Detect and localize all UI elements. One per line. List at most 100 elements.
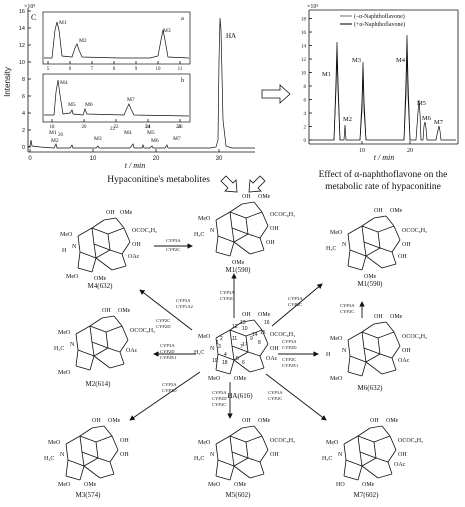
bond xyxy=(343,475,359,481)
bond xyxy=(95,257,113,271)
label-m5: M5(602) xyxy=(226,491,252,499)
bond xyxy=(105,325,123,333)
inset-b-frame xyxy=(42,73,191,123)
bond xyxy=(361,331,365,349)
bond xyxy=(81,451,85,467)
bond xyxy=(231,345,249,353)
main-x-tick-label: 0 xyxy=(28,156,32,162)
bond xyxy=(77,251,81,269)
bond xyxy=(365,255,383,269)
bond xyxy=(363,347,381,355)
substituent-label: OMe xyxy=(234,482,247,488)
enz-ha-m1b-1: CYP2C xyxy=(288,302,302,307)
atom-number: 17 xyxy=(242,342,248,348)
bond xyxy=(345,459,363,467)
bond xyxy=(83,465,101,479)
bond xyxy=(347,355,351,373)
substituent-label: H xyxy=(62,248,67,254)
inset-a-x-tick-label: 7 xyxy=(91,67,94,72)
bond xyxy=(89,325,93,343)
label-m1a: M1(590) xyxy=(226,266,252,274)
bond xyxy=(107,347,121,353)
enz-ha-m1a-1: CYP2C xyxy=(220,296,234,301)
bond xyxy=(231,345,235,361)
bond xyxy=(89,325,107,333)
substituent-label: MeO xyxy=(58,370,71,376)
inset-a-peak-m3: M3 xyxy=(163,28,171,34)
enz-ha-m6-1: CYP2D xyxy=(282,345,297,350)
substituent-label: OH xyxy=(270,226,279,232)
bond xyxy=(217,235,235,243)
inset-b-x-tick-label: 18 xyxy=(50,125,56,130)
enz-ha-m1b-0: CYP3A xyxy=(288,296,303,301)
substituent-label: H₃C xyxy=(194,350,204,356)
bond xyxy=(107,233,111,251)
bond xyxy=(377,331,395,339)
enz-m4-m1-0: CYP3A xyxy=(166,238,181,243)
bond xyxy=(79,465,85,481)
enz-ha-m4-0: CYP2C xyxy=(156,318,170,323)
bond xyxy=(373,441,377,459)
main-y-tick-label: 12 xyxy=(19,43,25,49)
inset-a-frame xyxy=(42,11,191,65)
enz-ha-m6-3: CYP2E1 xyxy=(282,363,299,368)
main-peak-ha: HA xyxy=(226,32,236,40)
bond xyxy=(361,217,375,227)
right-x-tick-label: 20 xyxy=(407,148,413,154)
substituent-label: OH xyxy=(374,314,383,320)
bond xyxy=(231,451,249,459)
right-y-tick-label: 8 xyxy=(304,85,307,90)
enz-ha-m5-0: CYP3A xyxy=(212,390,227,395)
main-trace xyxy=(27,17,255,149)
label-m4: M4(632) xyxy=(88,282,114,290)
bond xyxy=(89,317,103,327)
bond xyxy=(379,353,393,359)
inset-b-peak-m6: M6 xyxy=(85,102,93,108)
bond xyxy=(107,227,125,235)
bond xyxy=(259,237,265,251)
right-peak-m1: M1 xyxy=(322,71,331,78)
bond xyxy=(93,355,111,369)
bond xyxy=(91,227,95,245)
bond xyxy=(111,435,119,451)
legend-item-1: (–α-Naphthoflavone) xyxy=(354,13,405,20)
inline-tick-24: 24 xyxy=(145,125,151,130)
enz-ha-m6-2: CYP2C xyxy=(282,357,296,362)
right-y-unit: ×10⁵ xyxy=(307,4,318,10)
enz-ha-m1a-0: CYP3A xyxy=(220,290,235,295)
enz-m4-m1-1: CYP2C xyxy=(166,247,180,252)
inline-tick-20: 20 xyxy=(58,133,64,138)
main-y-tick-label: 4 xyxy=(22,111,25,117)
bond xyxy=(109,461,115,475)
substituent-label: OH xyxy=(402,348,411,354)
atom-number: 1 xyxy=(216,340,219,346)
bond xyxy=(233,457,249,467)
substituent-label: OH xyxy=(106,210,115,216)
substituent-label: OMe xyxy=(120,210,133,216)
bond xyxy=(249,367,265,373)
bond xyxy=(233,241,251,255)
enz-m6-m1-1: CYP2C xyxy=(340,309,354,314)
bond xyxy=(249,249,265,255)
main-peak-m5: M5 xyxy=(147,130,155,136)
enz-ha-m7-1: CYP2C xyxy=(268,396,282,401)
bond xyxy=(393,225,401,241)
substituent-label: OAc xyxy=(126,348,138,354)
bond xyxy=(215,443,219,461)
atom-number: 11 xyxy=(232,336,237,342)
substituent-label: OH xyxy=(132,242,141,248)
substituent-label: H₃C xyxy=(326,246,336,252)
substituent-label: MeO xyxy=(58,330,71,336)
bond xyxy=(231,227,235,243)
bond xyxy=(229,241,235,257)
enz-ha-m4-3: CYP1A2 xyxy=(176,304,194,309)
bond xyxy=(103,217,117,221)
arrow-ha-to-m3 xyxy=(129,371,201,421)
bond xyxy=(233,233,249,243)
bond xyxy=(229,203,243,213)
right-y-tick-label: 6 xyxy=(304,99,307,104)
